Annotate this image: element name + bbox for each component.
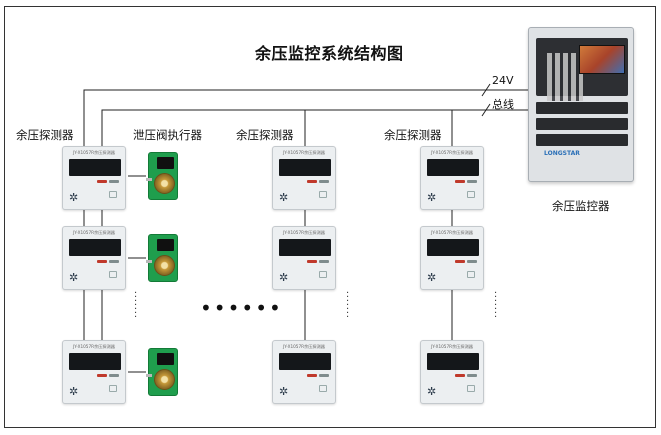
pressure-monitor-controller: LONGSTAR [528,27,634,182]
fan-logo-icon: ✲ [427,271,437,284]
valve-actuator [146,348,178,396]
fan-logo-icon: ✲ [427,385,437,398]
power-wire [83,89,528,146]
detector-unit: JY-X1057R余压探测器 ✲ [272,340,336,404]
detector-unit: JY-X1057R余压探测器 ✲ [62,226,126,290]
fan-logo-icon: ✲ [69,191,79,204]
detector-caption: JY-X1057R余压探测器 [431,150,473,155]
valve-actuator-label: 泄压阀执行器 [133,128,202,142]
fan-logo-icon: ✲ [279,271,289,284]
bus-wire [101,109,528,146]
valve-actuator [146,152,178,200]
lcd-screen-icon [69,159,121,176]
lcd-screen-icon [427,353,479,370]
detector-unit: JY-X1057R余压探测器 ✲ [420,226,484,290]
detector-unit: JY-X1057R余压探测器 ✲ [62,340,126,404]
detector-label-col1: 余压探测器 [16,128,74,142]
detector-unit: JY-X1057R余压探测器 ✲ [272,146,336,210]
fan-logo-icon: ✲ [279,385,289,398]
detector-caption: JY-X1057R余压探测器 [283,150,325,155]
lcd-screen-icon [279,239,331,256]
fan-logo-icon: ✲ [69,271,79,284]
detector-unit: JY-X1057R余压探测器 ✲ [420,146,484,210]
lcd-screen-icon [427,159,479,176]
detector-label-col2: 余压探测器 [236,128,294,142]
controller-brand: LONGSTAR [544,150,580,157]
fan-logo-icon: ✲ [279,191,289,204]
lcd-screen-icon [279,353,331,370]
bus-wire-label: 总线 [492,98,514,111]
detector-caption: JY-X1057R余压探测器 [283,344,325,349]
detector-caption: JY-X1057R余压探测器 [73,230,115,235]
detector-caption: JY-X1057R余压探测器 [283,230,325,235]
detector-unit: JY-X1057R余压探测器 ✲ [272,226,336,290]
lcd-screen-icon [69,353,121,370]
vertical-ellipsis-icon: ······· [134,288,138,323]
col1-link-1 [83,210,103,226]
vertical-ellipsis-icon: ······· [346,288,350,323]
keypad-icon [547,53,583,101]
detector-caption: JY-X1057R余压探测器 [73,150,115,155]
detector-caption: JY-X1057R余压探测器 [431,344,473,349]
detector-caption: JY-X1057R余压探测器 [73,344,115,349]
detector-unit: JY-X1057R余压探测器 ✲ [62,146,126,210]
power-wire-slash [481,83,491,97]
lcd-screen-icon [279,159,331,176]
fan-logo-icon: ✲ [69,385,79,398]
lcd-screen-icon [69,239,121,256]
lcd-screen-icon [427,239,479,256]
fan-logo-icon: ✲ [427,191,437,204]
detector-unit: JY-X1057R余压探测器 ✲ [420,340,484,404]
bus-wire-slash [481,103,491,117]
power-wire-label: 24V [492,74,514,87]
detector-label-col3: 余压探测器 [384,128,442,142]
horizontal-ellipsis: •••••• [200,296,283,320]
controller-label: 余压监控器 [552,199,610,213]
diagram-frame [4,6,656,428]
detector-caption: JY-X1057R余压探测器 [431,230,473,235]
lcd-screen-icon [579,45,625,74]
col1-link-2 [83,290,103,340]
diagram-title: 余压监控系统结构图 [255,44,404,63]
valve-actuator [146,234,178,282]
vertical-ellipsis-icon: ······· [494,288,498,323]
